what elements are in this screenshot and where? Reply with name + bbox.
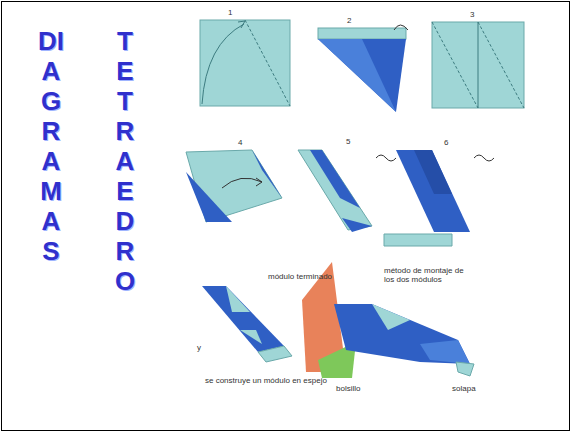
fold-shape	[394, 25, 408, 30]
fold-shape	[396, 150, 470, 232]
fold-shape	[432, 22, 478, 108]
fold-shape	[432, 22, 524, 108]
step-number: 5	[346, 137, 350, 146]
part-label: solapa	[452, 384, 476, 393]
fold-shape	[258, 346, 292, 362]
step-6-figure	[384, 150, 494, 246]
step-number: 6	[444, 138, 448, 147]
step-4-figure	[186, 150, 282, 222]
fold-shape	[372, 304, 410, 330]
fold-shape	[298, 150, 372, 230]
step-2-figure	[318, 25, 408, 112]
fold-shape	[252, 150, 282, 198]
fold-shape	[256, 178, 262, 186]
step-number: 4	[238, 138, 242, 147]
fold-shape	[318, 39, 406, 112]
fold-shape	[342, 218, 372, 232]
step-number: 3	[470, 10, 474, 19]
fold-shape	[202, 24, 244, 104]
fold-shape	[318, 39, 396, 112]
step-3-figure	[432, 22, 524, 108]
caption-note: método de montaje de los dos módulos	[384, 266, 472, 284]
fold-shape	[245, 20, 290, 106]
step-1-figure	[200, 20, 290, 106]
caption-note: se construye un módulo en espejo	[205, 376, 327, 385]
title-letters: DIAGRAMAS	[38, 26, 64, 266]
fold-shape	[226, 286, 250, 312]
fold-shape	[240, 330, 262, 344]
fold-shape	[478, 22, 479, 108]
fold-shape	[420, 340, 470, 364]
finished-module-figure	[202, 286, 292, 362]
fold-shape	[414, 150, 452, 194]
fold-shape	[222, 178, 262, 188]
fold-shape	[310, 150, 360, 208]
fold-shape	[474, 155, 494, 161]
step-number: 2	[347, 16, 351, 25]
title-letters: TETRAEDRO	[112, 26, 138, 296]
fold-shape	[456, 362, 474, 376]
fold-shape	[376, 155, 396, 161]
fold-shape	[186, 172, 232, 222]
fold-shape	[186, 150, 282, 222]
fold-shape	[334, 304, 470, 364]
step-5-figure	[298, 150, 396, 232]
fold-shape	[202, 286, 284, 352]
fold-shape	[384, 234, 452, 246]
fold-shape	[318, 28, 406, 39]
fold-shape	[478, 22, 524, 108]
part-label: bolsillo	[336, 384, 360, 393]
step-number: 1	[228, 8, 232, 17]
caption-note: y	[197, 343, 201, 352]
caption-note: módulo terminado	[268, 272, 332, 281]
fold-shape	[200, 20, 290, 106]
fold-shape	[238, 21, 245, 28]
